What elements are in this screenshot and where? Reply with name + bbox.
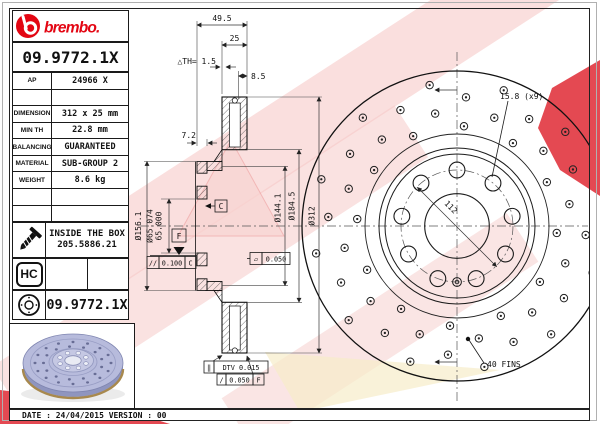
parallelism-symbol: //: [149, 259, 157, 267]
front-view: 15.8 (x9) 112 40 FINS: [301, 52, 589, 404]
spec-row: [13, 188, 128, 206]
dim-th-note: △TH= 1.5: [177, 57, 216, 66]
spec-label: AP: [13, 73, 52, 89]
dim-disc-od: Ø312: [307, 206, 317, 225]
parallelism-datum: C: [188, 259, 192, 267]
section-dimensions: 49.5 25 △TH= 1.5 8.5 7.2 Ø156.1: [133, 14, 322, 386]
screw-icon: [20, 226, 42, 250]
datum-f-label: F: [177, 232, 182, 241]
dim-thickness: 25: [230, 34, 240, 43]
hc-row: HC: [12, 258, 129, 290]
dim-bore-max: Ø65.074: [145, 209, 155, 243]
dim-band-id: Ø184.5: [287, 191, 297, 220]
spec-row: WEIGHT 8.6 kg: [13, 172, 128, 189]
spec-label: [13, 89, 52, 106]
spec-value: 312 x 25 mm: [61, 108, 119, 119]
dim-depth: 8.5: [251, 72, 266, 81]
spec-row: [13, 89, 128, 107]
brembo-wordmark: brembo.: [44, 20, 100, 37]
spec-label: WEIGHT: [13, 172, 52, 188]
spec-row: DIMENSION 312 x 25 mm: [13, 106, 128, 123]
runout-symbol: /: [219, 376, 223, 384]
hc-badge: HC: [15, 261, 43, 287]
dtv-value: DTV 0.015: [223, 364, 260, 372]
brembo-logo-icon: brembo.: [16, 14, 100, 38]
footer-part-number: 09.9772.1X: [46, 297, 128, 313]
spec-row: MATERIAL SUB-GROUP 2: [13, 155, 128, 173]
spec-value: 24966 X: [72, 75, 108, 86]
cross-section-view: [195, 96, 248, 354]
inside-the-box-label: INSIDE THE BOX: [49, 228, 125, 239]
spec-row: BALANCING GUARANTEED: [13, 139, 128, 156]
datum-c-label: C: [219, 202, 224, 211]
inside-the-box-row: INSIDE THE BOX 205.5886.21: [12, 222, 129, 258]
dim-bore-min: 65.000: [155, 211, 164, 240]
disc-photo-box: [9, 323, 135, 409]
spec-row: [13, 205, 128, 222]
spec-label: [13, 205, 52, 222]
dim-drill-holes: 15.8 (x9): [500, 92, 543, 101]
date-bar: DATE : 24/04/2015 VERSION : 00: [9, 409, 590, 421]
dim-plate: 7.2: [182, 131, 197, 140]
parallelism-value: 0.100: [162, 259, 182, 267]
part-number-box: 09.9772.1X: [12, 42, 129, 72]
drawing-frame: [9, 8, 590, 409]
footer-part-number-row: 09.9772.1X: [12, 290, 129, 320]
box-content-number: 205.5886.21: [57, 240, 117, 250]
runout-value: 0.050: [229, 376, 249, 384]
spec-label: MIN TH: [13, 122, 52, 139]
part-number: 09.9772.1X: [22, 47, 119, 67]
disc-photo: [21, 333, 125, 402]
spec-label: MATERIAL: [13, 155, 52, 172]
spec-value: 8.6 kg: [74, 175, 106, 186]
spec-row: AP 24966 X: [13, 73, 128, 90]
dim-hat-od: Ø156.1: [133, 211, 143, 240]
spec-value: 22.8 mm: [72, 125, 108, 136]
hc-label: HC: [20, 267, 38, 281]
dim-flange: Ø144.1: [273, 193, 283, 222]
dim-fins: 40 FINS: [487, 360, 521, 369]
brembo-logo-box: brembo.: [12, 10, 129, 42]
spec-value: GUARANTEED: [64, 142, 116, 153]
spec-value: SUB-GROUP 2: [61, 158, 119, 169]
spec-table: AP 24966 X DIMENSION 312 x 25 mm MIN TH …: [12, 72, 129, 222]
brake-disc-icon: [18, 294, 40, 316]
dim-overall-width: 49.5: [212, 14, 231, 23]
dtv-symbol: ‖: [207, 364, 211, 372]
flatness-symbol: ▱: [254, 255, 259, 263]
hc-empty-cell: [46, 259, 88, 289]
flatness-value: 0.050: [266, 255, 286, 263]
spec-label: BALANCING: [13, 139, 52, 155]
spec-label: [13, 188, 52, 205]
spec-row: MIN TH 22.8 mm: [13, 122, 128, 140]
spec-label: DIMENSION: [13, 106, 52, 122]
date-line: DATE : 24/04/2015 VERSION : 00: [22, 410, 167, 420]
runout-datum: F: [256, 376, 260, 384]
